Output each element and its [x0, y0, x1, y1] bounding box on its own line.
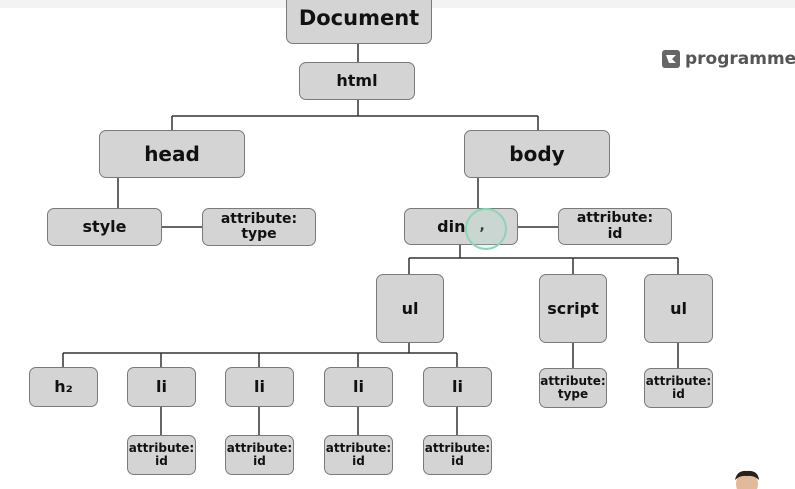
node-ul-right-attribute-label: attribute: id	[645, 373, 712, 401]
node-body: body	[464, 130, 610, 178]
node-document-label: Document	[298, 6, 420, 31]
node-div-attribute-label: attribute: id	[576, 210, 654, 242]
node-li-2: li	[225, 367, 294, 407]
node-html-label: html	[336, 71, 378, 91]
node-script-label: script	[547, 298, 599, 318]
node-li-4: li	[423, 367, 492, 407]
node-li-1-label: li	[156, 377, 167, 397]
node-li-2-attribute: attribute: id	[225, 435, 294, 475]
node-ul-left-label: ul	[401, 298, 419, 318]
node-style: style	[47, 208, 162, 246]
node-html: html	[299, 62, 415, 100]
brand-logo: programmer	[662, 49, 795, 69]
node-li-1-attribute: attribute: id	[127, 435, 196, 475]
node-script-attribute-label: attribute: type	[540, 373, 606, 401]
node-li-4-attribute: attribute: id	[423, 435, 492, 475]
node-div-attribute: attribute: id	[558, 208, 672, 245]
node-ul-right-label: ul	[670, 298, 687, 318]
node-style-attribute-label: attribute: type	[220, 210, 298, 242]
node-head: head	[99, 130, 245, 178]
node-h2-label: h₂	[54, 377, 73, 397]
node-li-3-attribute-label: attribute: id	[325, 440, 392, 468]
presenter-avatar	[732, 470, 762, 489]
node-ul-right: ul	[644, 274, 713, 343]
node-script-attribute: attribute: type	[539, 368, 607, 408]
node-li-1: li	[127, 367, 196, 407]
cursor-highlight	[465, 208, 507, 250]
node-li-4-label: li	[452, 377, 463, 397]
node-ul-right-attribute: attribute: id	[644, 368, 713, 408]
node-h2: h₂	[29, 367, 98, 407]
node-li-2-attribute-label: attribute: id	[226, 440, 293, 468]
node-style-label: style	[82, 217, 127, 237]
node-li-4-attribute-label: attribute: id	[424, 440, 491, 468]
node-li-1-attribute-label: attribute: id	[128, 440, 195, 468]
node-style-attribute: attribute: type	[202, 208, 316, 246]
node-li-3-attribute: attribute: id	[324, 435, 393, 475]
node-document: Document	[286, 0, 432, 44]
brand-name: programmer	[685, 49, 795, 69]
node-li-2-label: li	[254, 377, 265, 397]
node-body-label: body	[509, 142, 565, 166]
node-head-label: head	[144, 142, 200, 166]
node-li-3-label: li	[353, 377, 364, 397]
node-li-3: li	[324, 367, 393, 407]
node-div-label: din	[437, 216, 466, 236]
programmers-logo-icon	[662, 50, 680, 68]
node-ul-left: ul	[376, 274, 444, 343]
node-script: script	[539, 274, 607, 343]
